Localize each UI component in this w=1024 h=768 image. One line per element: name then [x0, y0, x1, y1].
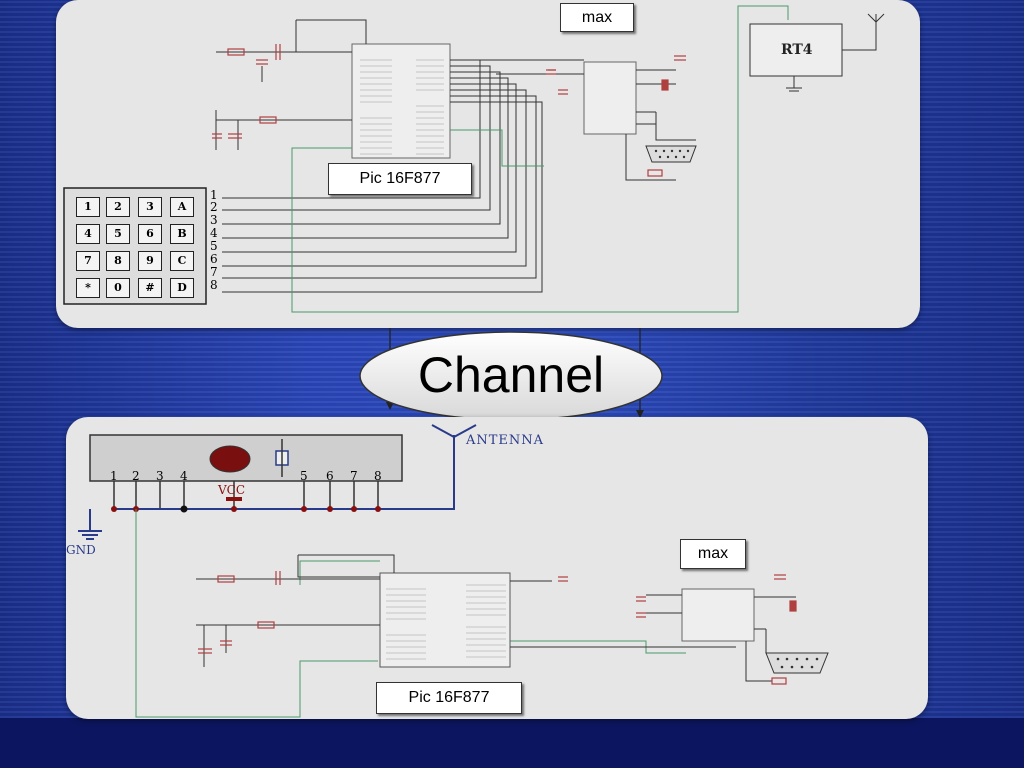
keypad-key[interactable]: 8: [106, 251, 130, 271]
keypad-key[interactable]: A: [170, 197, 194, 217]
keypad-pin-number: 7: [210, 265, 218, 279]
keypad-key[interactable]: C: [170, 251, 194, 271]
keypad-key[interactable]: 0: [106, 278, 130, 298]
pic-label-bottom: Pic 16F877: [376, 682, 522, 714]
keypad-pin-number: 1: [210, 188, 218, 202]
keypad-key[interactable]: B: [170, 224, 194, 244]
max-chip-top: [583, 61, 637, 135]
pic-chip-bottom: [379, 572, 511, 668]
keypad-key[interactable]: 2: [106, 197, 130, 217]
transmitter-schematic-panel: RT4 1 2 3 A 4 5 6 B 7 8 9 C * 0 # D 1 2 …: [56, 0, 920, 328]
antenna-label: ANTENNA: [466, 433, 545, 448]
module-pin-number: 5: [300, 469, 308, 483]
module-pin-number: 8: [374, 469, 382, 483]
max-chip-bottom: [681, 588, 755, 642]
keypad-key[interactable]: 4: [76, 224, 100, 244]
rt4-label: RT4: [781, 42, 813, 58]
keypad-key[interactable]: 9: [138, 251, 162, 271]
module-pin-number: 1: [110, 469, 118, 483]
module-pin-number: 6: [326, 469, 334, 483]
keypad-pin-number: 6: [210, 252, 218, 266]
keypad-pin-number: 8: [210, 278, 218, 292]
module-pin-number: 2: [132, 469, 140, 483]
keypad-key[interactable]: 6: [138, 224, 162, 244]
keypad-key[interactable]: #: [138, 278, 162, 298]
receiver-schematic-panel: 1 2 3 4 5 6 7 8 VCC ANTENNA GND: [66, 417, 928, 719]
vcc-label: VCC: [218, 483, 246, 497]
keypad-key[interactable]: 7: [76, 251, 100, 271]
pic-label-top: Pic 16F877: [328, 163, 472, 195]
module-pin-number: 4: [180, 469, 188, 483]
max-label-bottom: max: [680, 539, 746, 569]
keypad-key[interactable]: 3: [138, 197, 162, 217]
db9-connector-top: [645, 145, 697, 163]
db9-connector-bottom: [765, 652, 829, 674]
module-pin-number: 3: [156, 469, 164, 483]
pic-chip-top: [351, 43, 451, 159]
receiver-schematic: [78, 424, 829, 718]
keypad-key[interactable]: D: [170, 278, 194, 298]
receiver-chip-dot: [209, 445, 251, 473]
channel-label: Channel: [417, 347, 605, 403]
keypad-pin-number: 3: [210, 213, 218, 227]
module-pin-number: 7: [350, 469, 358, 483]
bottom-bar: [0, 718, 1024, 768]
keypad-key[interactable]: 1: [76, 197, 100, 217]
keypad-pin-number: 5: [210, 239, 218, 253]
keypad-key[interactable]: 5: [106, 224, 130, 244]
max-label-top: max: [560, 3, 634, 32]
keypad-pin-number: 2: [210, 200, 218, 214]
keypad-key[interactable]: *: [76, 278, 100, 298]
rt4-module: [749, 23, 843, 77]
keypad-pin-number: 4: [210, 226, 218, 240]
gnd-label: GND: [66, 543, 96, 557]
